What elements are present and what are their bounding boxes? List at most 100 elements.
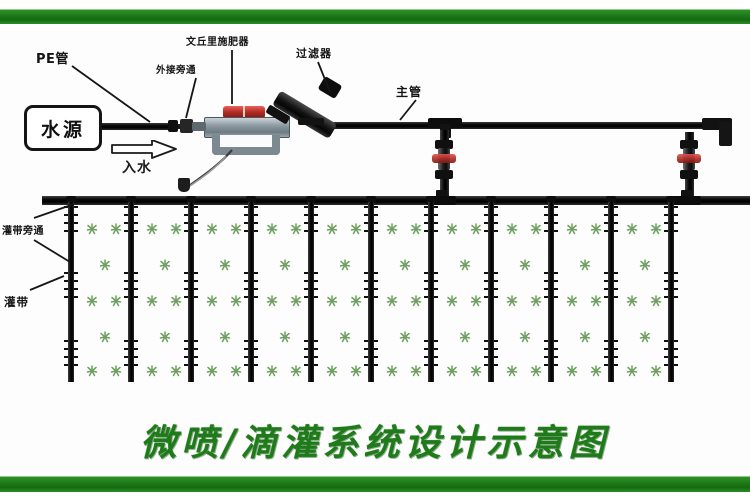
inlet-arrow-group: 入水 — [110, 140, 180, 178]
emitter — [664, 230, 668, 232]
emitter — [604, 348, 608, 350]
emitter — [364, 296, 368, 298]
emitter — [494, 206, 498, 208]
emitter — [604, 280, 608, 282]
emitter — [314, 222, 318, 224]
crop-plant — [85, 222, 99, 236]
emitter — [484, 222, 488, 224]
emitter — [134, 206, 138, 208]
emitter — [124, 222, 128, 224]
emitter — [424, 288, 428, 290]
crop-plant — [638, 258, 652, 272]
emitter — [424, 206, 428, 208]
crop-plant — [469, 294, 483, 308]
crop-plant — [169, 294, 183, 308]
emitter — [314, 340, 318, 342]
emitter — [244, 288, 248, 290]
emitter — [254, 356, 258, 358]
emitter — [664, 206, 668, 208]
crop-plant — [349, 364, 363, 378]
emitter — [254, 214, 258, 216]
top-green-border — [0, 0, 750, 26]
emitter — [424, 296, 428, 298]
emitter — [664, 348, 668, 350]
emitter — [434, 356, 438, 358]
emitter — [544, 230, 548, 232]
emitter — [64, 230, 68, 232]
emitter — [674, 272, 678, 274]
emitter — [244, 296, 248, 298]
emitter — [134, 230, 138, 232]
emitter — [134, 214, 138, 216]
emitter — [614, 280, 618, 282]
emitter — [314, 364, 318, 366]
emitter — [184, 272, 188, 274]
crop-plant — [229, 222, 243, 236]
venturi-injector — [192, 106, 298, 186]
lateral-connector — [306, 196, 316, 202]
emitter — [124, 280, 128, 282]
emitter — [614, 230, 618, 232]
crop-plant — [98, 258, 112, 272]
crop-plant — [289, 294, 303, 308]
emitter — [244, 206, 248, 208]
emitter — [304, 340, 308, 342]
header-tee-right — [671, 190, 701, 205]
emitter — [134, 272, 138, 274]
crop-plant — [469, 364, 483, 378]
emitter — [544, 348, 548, 350]
emitter — [64, 296, 68, 298]
crop-plant — [218, 330, 232, 344]
crop-plant — [625, 222, 639, 236]
crop-plant — [398, 330, 412, 344]
emitter — [244, 272, 248, 274]
crop-plant — [625, 364, 639, 378]
crop-plant — [458, 330, 472, 344]
emitter — [434, 348, 438, 350]
emitter — [244, 364, 248, 366]
crop-plant — [445, 222, 459, 236]
emitter — [304, 272, 308, 274]
emitter — [554, 364, 558, 366]
emitter — [494, 340, 498, 342]
label-lateral-bypass: 灌带旁通 — [2, 226, 44, 237]
emitter — [254, 340, 258, 342]
drip-lateral — [424, 196, 438, 382]
crop-plant — [505, 364, 519, 378]
emitter — [64, 272, 68, 274]
emitter — [304, 222, 308, 224]
suction-strainer — [178, 178, 190, 192]
crop-plant — [565, 222, 579, 236]
crop-plant — [565, 364, 579, 378]
emitter — [244, 230, 248, 232]
emitter — [544, 364, 548, 366]
emitter — [494, 230, 498, 232]
crop-plant — [109, 294, 123, 308]
emitter — [194, 340, 198, 342]
lateral-connector — [546, 196, 556, 202]
emitter — [604, 206, 608, 208]
emitter — [604, 364, 608, 366]
emitter — [614, 288, 618, 290]
emitter — [304, 288, 308, 290]
lateral-connector — [66, 196, 76, 202]
emitter — [194, 206, 198, 208]
valve-cap-bottom — [435, 170, 453, 179]
emitter — [374, 356, 378, 358]
emitter — [74, 340, 78, 342]
emitter — [74, 348, 78, 350]
crop-plant — [529, 294, 543, 308]
emitter — [254, 230, 258, 232]
diagram-title: 微喷/滴灌系统设计示意图 — [140, 422, 610, 464]
emitter — [194, 356, 198, 358]
emitter — [314, 206, 318, 208]
emitter — [424, 356, 428, 358]
emitter — [544, 272, 548, 274]
crop-plant — [445, 364, 459, 378]
emitter — [254, 296, 258, 298]
emitter — [304, 348, 308, 350]
emitter — [554, 288, 558, 290]
crop-plant — [338, 330, 352, 344]
emitter — [244, 340, 248, 342]
